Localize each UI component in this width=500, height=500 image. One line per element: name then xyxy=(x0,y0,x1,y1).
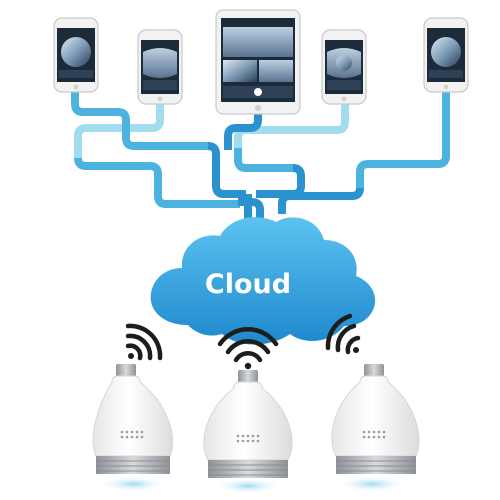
camera-view-3 xyxy=(259,60,293,82)
device-phone-4 xyxy=(321,29,367,105)
pipe-trunk-left xyxy=(207,142,246,198)
bulb-screw-base xyxy=(238,370,258,384)
cloud-shape: Cloud xyxy=(150,217,376,345)
connection-pipes xyxy=(71,90,450,232)
panorama-view-icon xyxy=(143,48,177,78)
record-icon xyxy=(254,88,262,96)
pipe-phone-5 xyxy=(356,90,450,190)
pipe-right-branch xyxy=(278,187,364,214)
wifi-icon-right xyxy=(325,313,361,355)
pipe-phone-1 xyxy=(71,90,210,150)
pipe-phone-2-light xyxy=(74,100,164,160)
cloud-label: Cloud xyxy=(205,269,291,300)
bulb-camera-left xyxy=(92,364,174,492)
pipe-phone-4-light xyxy=(234,100,349,150)
bulb-screw-base xyxy=(116,364,136,378)
device-phone-1 xyxy=(53,17,99,93)
speaker-grille xyxy=(236,434,260,443)
bulb-camera-right xyxy=(331,364,420,492)
speaker-grille xyxy=(120,430,144,439)
pipe-phone-4 xyxy=(234,148,295,172)
speaker-grille xyxy=(362,430,386,439)
pipe-trunk-center xyxy=(238,198,264,232)
camera-view-main xyxy=(223,27,293,57)
bulb-screw-base xyxy=(364,364,384,378)
device-phone-5 xyxy=(423,17,469,93)
pipe-tablet xyxy=(224,108,262,150)
wifi-icon-center xyxy=(217,327,279,370)
bulb-camera-center xyxy=(203,370,293,494)
camera-view-2 xyxy=(223,60,257,82)
fisheye-view-icon xyxy=(431,37,461,67)
fisheye-view-icon xyxy=(61,37,91,67)
wifi-icon-left xyxy=(125,323,163,361)
pipe-phone-2 xyxy=(74,157,240,208)
device-tablet xyxy=(215,9,301,115)
device-phone-2 xyxy=(137,29,183,105)
